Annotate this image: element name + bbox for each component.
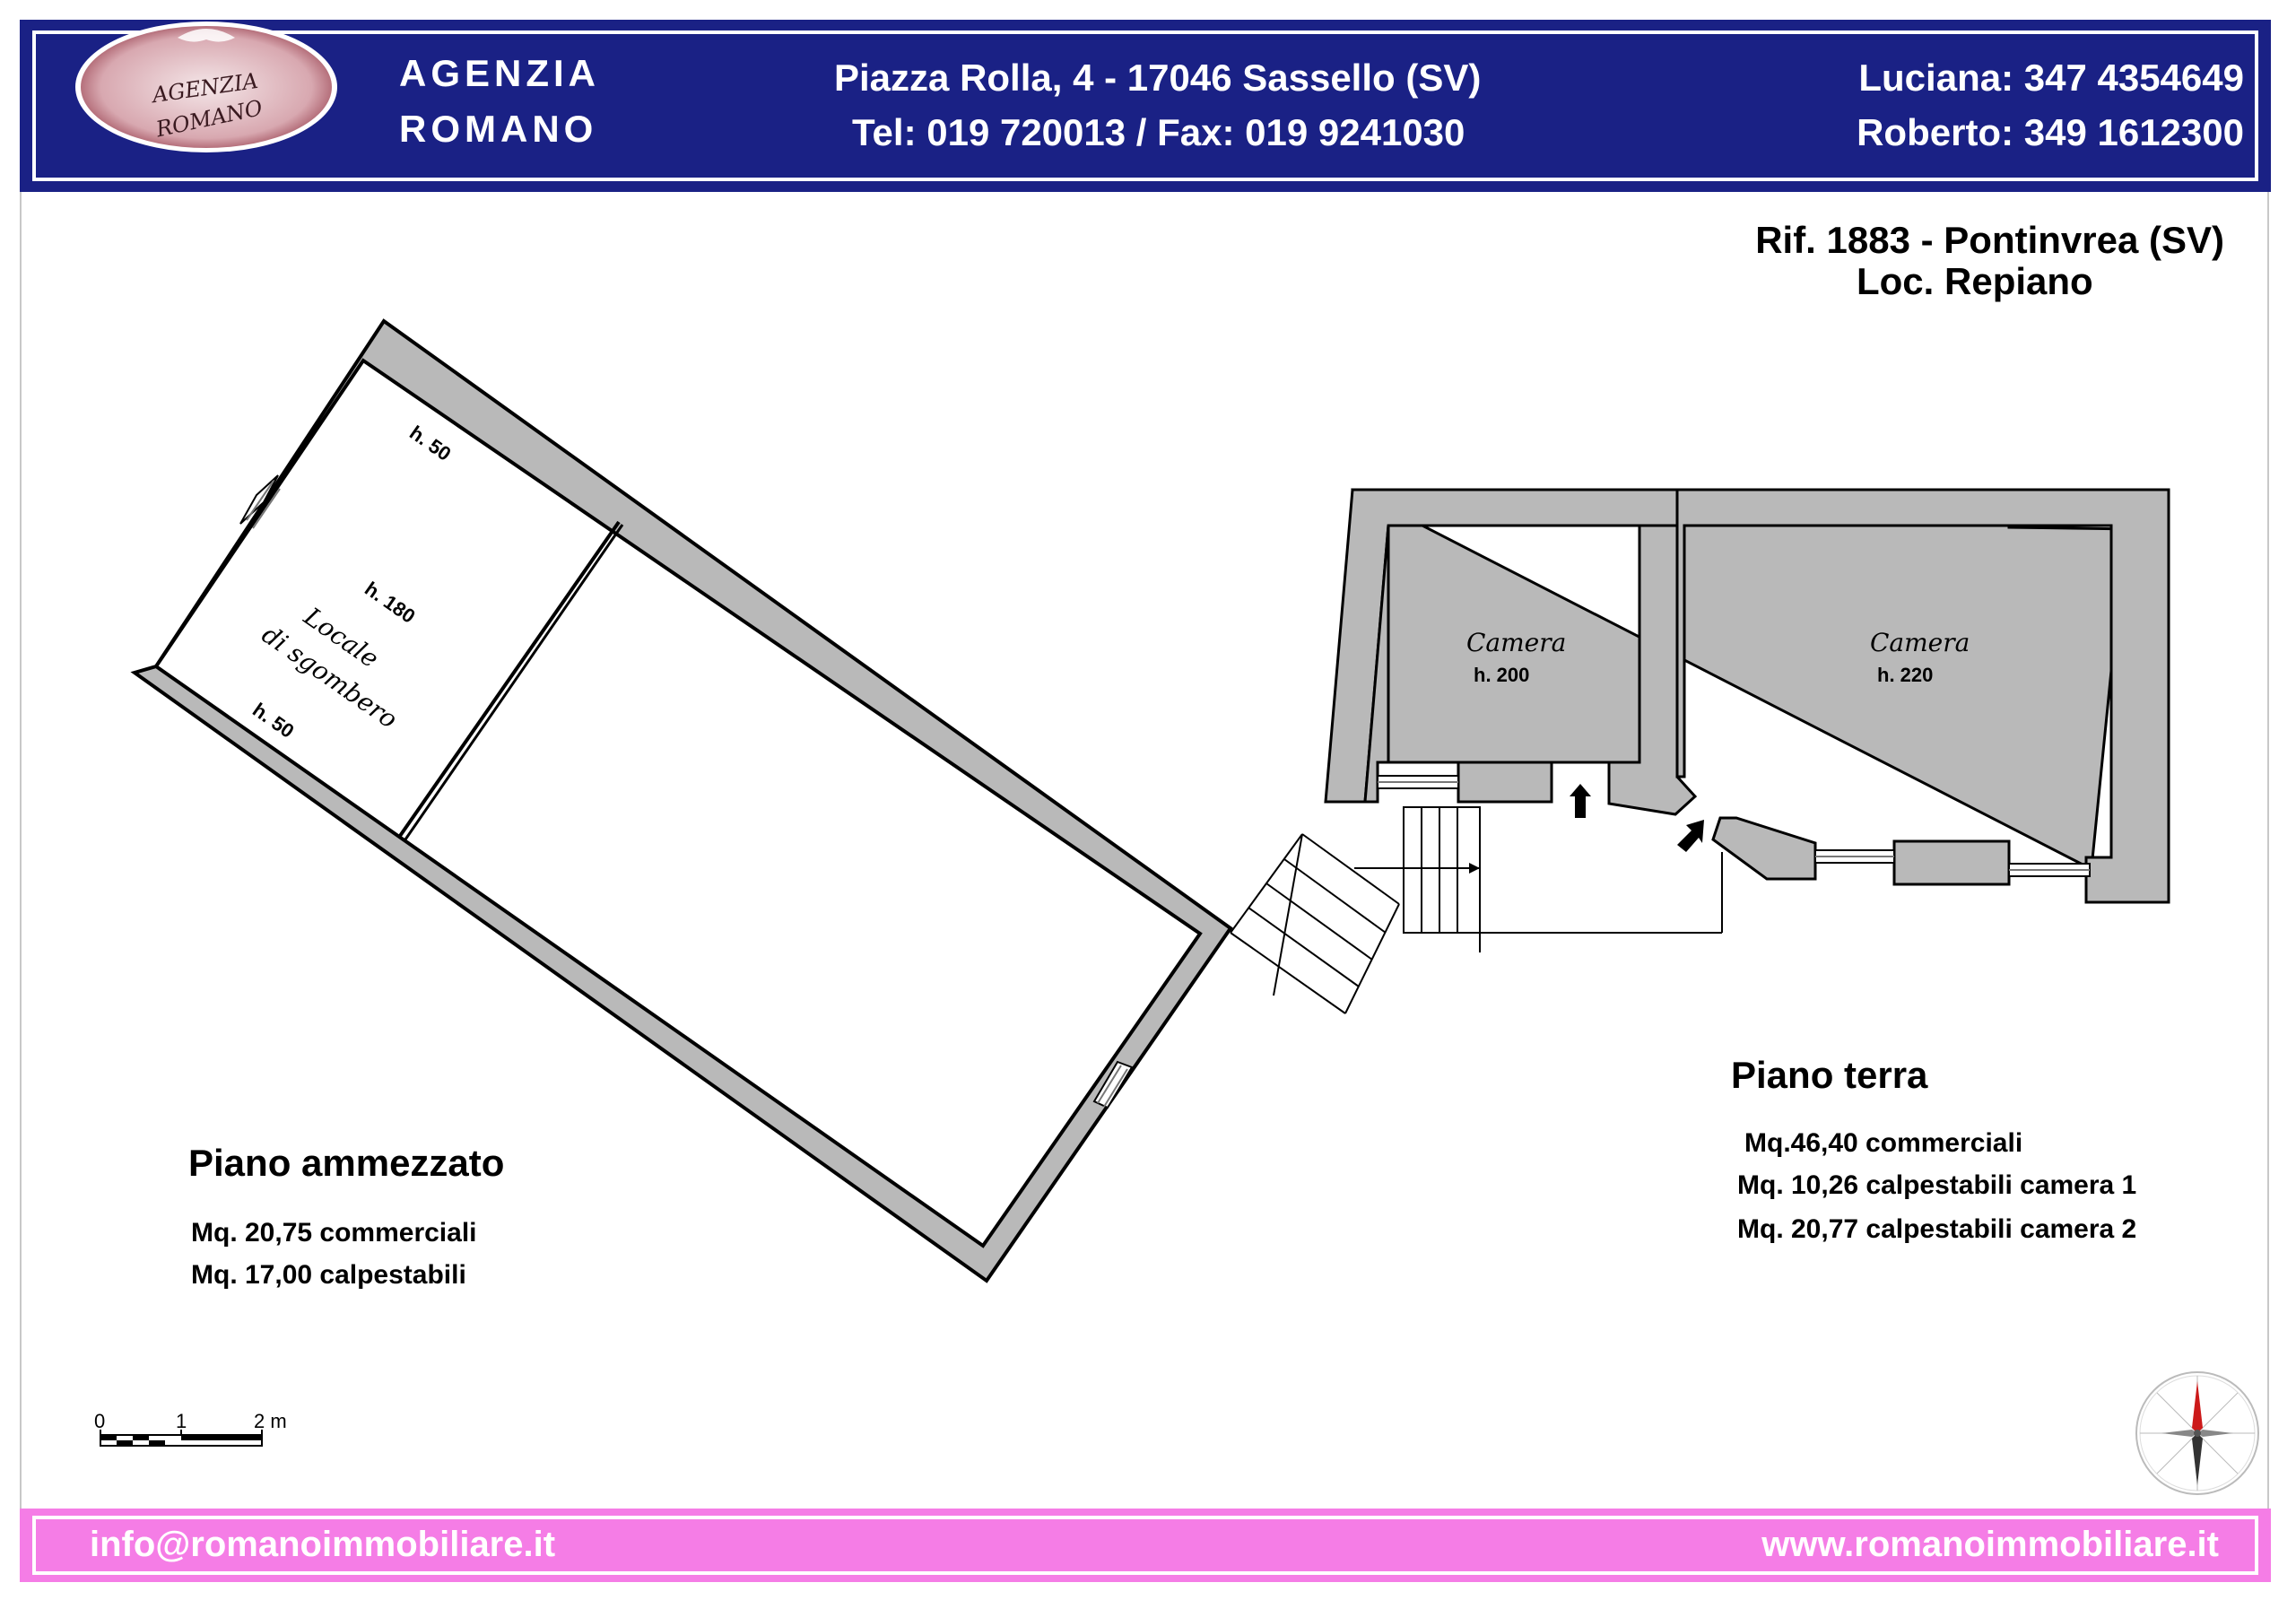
reference-location: Loc. Repiano <box>1857 260 2093 302</box>
scale-label-0: 0 <box>94 1410 105 1432</box>
mezzanine-window-right <box>1092 1060 1134 1109</box>
mezzanine-title: Piano ammezzato <box>188 1142 505 1184</box>
camera1-height: h. 200 <box>1474 664 1529 686</box>
agency-footer: info@romanoimmobiliare.it www.romanoimmo… <box>20 1509 2271 1582</box>
reference-code: Rif. 1883 - Pontinvrea (SV) <box>1755 219 2224 261</box>
header-frame <box>32 30 2258 181</box>
ground-floor-plan: Camera h. 200 Camera h. 220 <box>1324 488 2170 904</box>
entry-arrow-camera2 <box>1677 820 1704 852</box>
entry-arrow-camera1 <box>1570 784 1591 818</box>
agency-header <box>20 20 2271 192</box>
mezzanine-height-middle: h. 180 <box>361 578 419 628</box>
camera2-label: Camera <box>1870 628 1970 657</box>
scale-label-2: 2 m <box>254 1410 287 1432</box>
mezzanine-plan: h. 50 h. 180 h. 50 Locale di sgombero <box>130 318 1233 1283</box>
camera1-label: Camera <box>1466 628 1566 657</box>
stairs <box>1230 806 1723 1014</box>
scale-label-1: 1 <box>176 1410 187 1432</box>
contact-roberto[interactable]: Roberto: 349 1612300 <box>1857 111 2244 153</box>
footer-website-link[interactable]: www.romanoimmobiliare.it <box>1761 1525 2219 1564</box>
scale-bar: 0 1 2 m <box>94 1410 287 1447</box>
agency-phone-fax: Tel: 019 720013 / Fax: 019 9241030 <box>852 111 1465 153</box>
compass-icon <box>2135 1371 2259 1495</box>
camera2-height: h. 220 <box>1877 664 1933 686</box>
contact-luciana[interactable]: Luciana: 347 4354649 <box>1858 57 2244 99</box>
ground-floor-title: Piano terra <box>1731 1054 1928 1096</box>
agency-address: Piazza Rolla, 4 - 17046 Sassello (SV) <box>834 57 1482 99</box>
mezzanine-window-left <box>239 474 281 529</box>
agency-logo: AGENZIA ROMANO <box>75 22 337 152</box>
footer-email-link[interactable]: info@romanoimmobiliare.it <box>90 1525 556 1564</box>
ground-floor-commercial-area: Mq.46,40 commerciali <box>1744 1128 2023 1158</box>
agency-name-line2: ROMANO <box>399 108 598 150</box>
agency-name-line1: AGENZIA <box>399 52 600 94</box>
footer-frame <box>32 1516 2258 1575</box>
mezzanine-walkable-area: Mq. 17,00 calpestabili <box>191 1260 466 1290</box>
ground-floor-camera1-area: Mq. 10,26 calpestabili camera 1 <box>1737 1170 2137 1200</box>
mezzanine-commercial-area: Mq. 20,75 commerciali <box>191 1218 477 1248</box>
mezzanine-divider <box>398 520 621 838</box>
mezzanine-height-top: h. 50 <box>405 422 455 465</box>
mezzanine-wall <box>130 318 1233 1283</box>
ground-floor-camera2-area: Mq. 20,77 calpestabili camera 2 <box>1737 1214 2137 1244</box>
